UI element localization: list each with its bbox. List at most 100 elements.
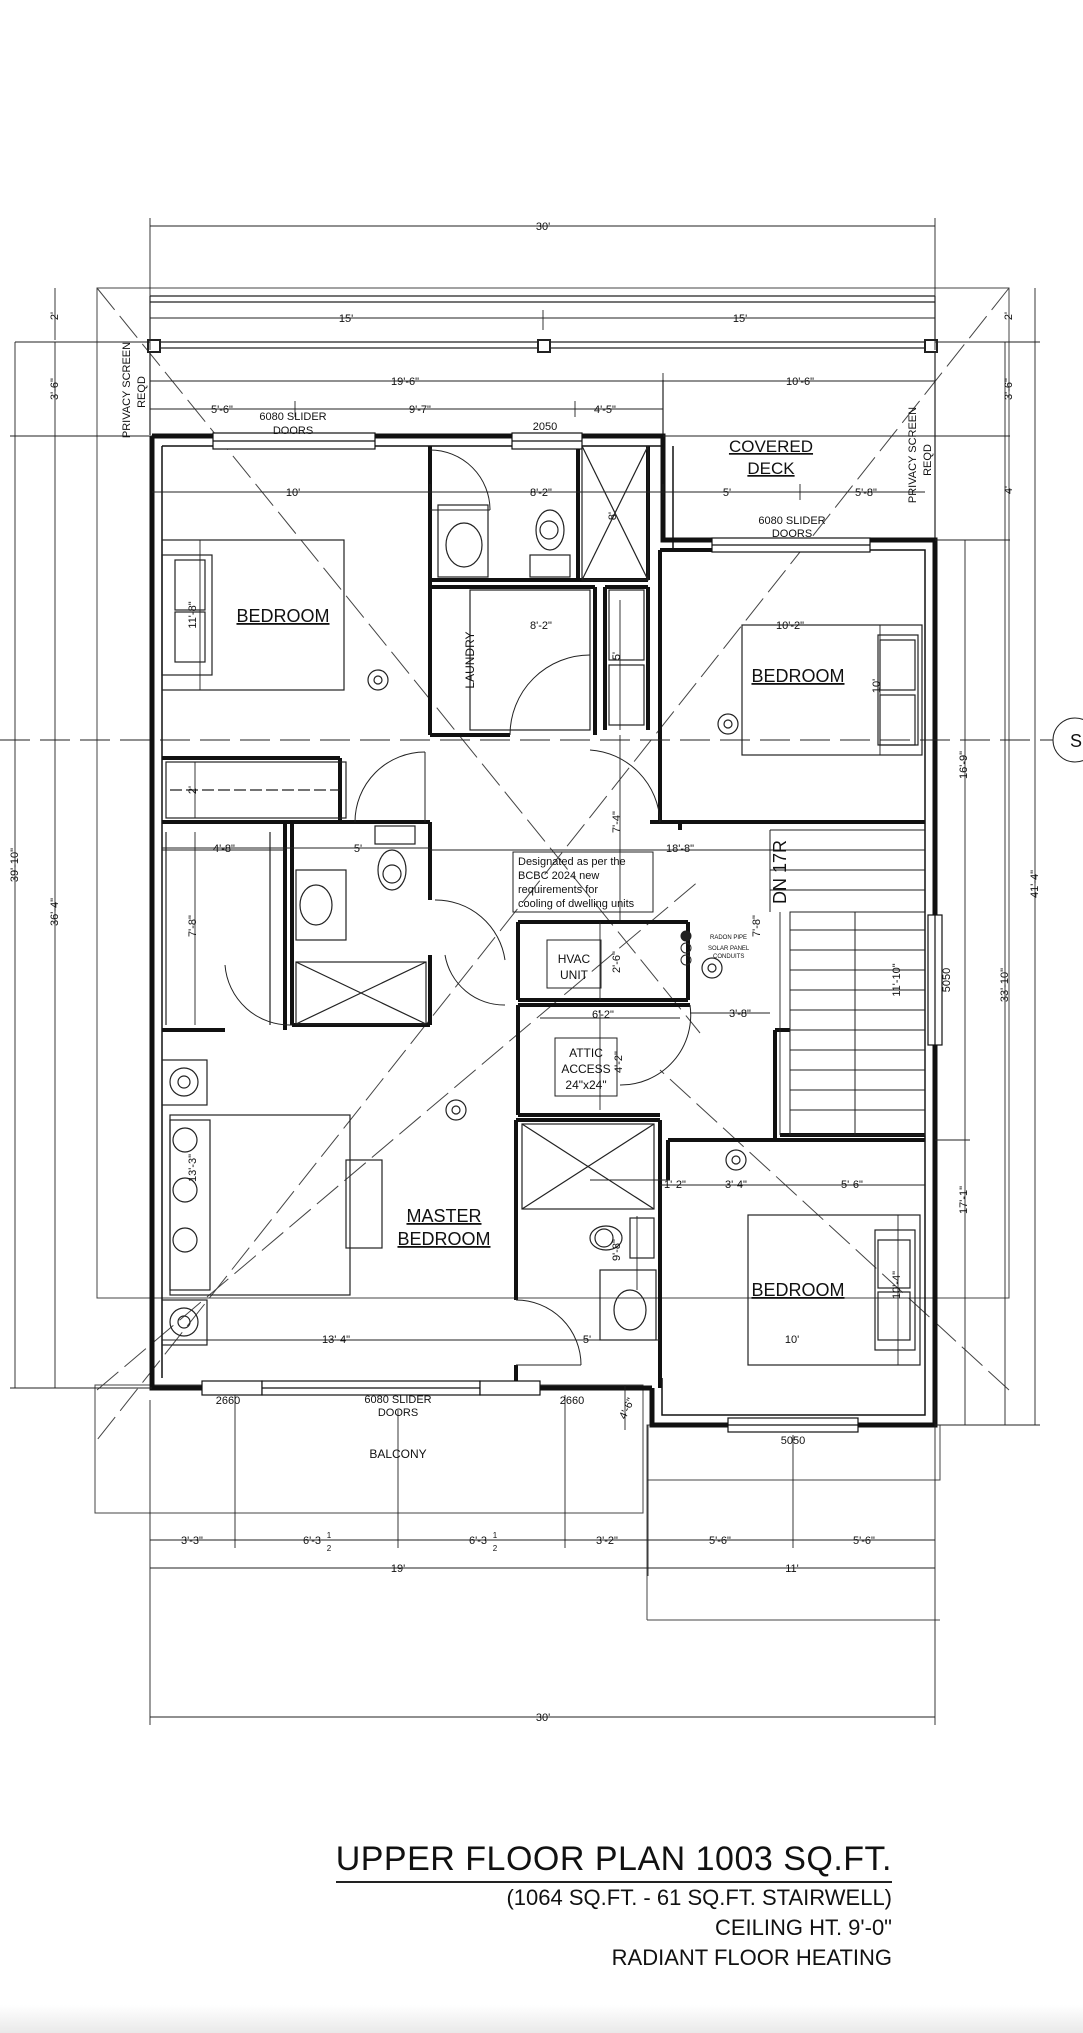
room-label-bedroom-b: BEDROOM xyxy=(751,666,844,686)
dim-4-8: 4'-8" xyxy=(213,843,235,855)
dim-bot-6-3a: 6'-3 xyxy=(303,1535,321,1547)
note-window-2050: 2050 xyxy=(533,421,557,433)
dim-right-33-10: 33'-10" xyxy=(999,968,1011,1002)
note-solar-1: SOLAR PANEL xyxy=(708,946,750,952)
dim-17-1: 17'-1" xyxy=(958,1186,970,1214)
room-label-balcony: BALCONY xyxy=(369,1447,426,1461)
dim-bot-3-3: 3'-3" xyxy=(181,1535,203,1547)
room-label-attic-3: 24"x24" xyxy=(565,1078,606,1092)
room-label-covered-1: COVERED xyxy=(729,437,813,456)
dim-8: 8' xyxy=(607,512,619,520)
stair xyxy=(769,829,926,1136)
room-label-bedroom-c: BEDROOM xyxy=(751,1280,844,1300)
dim-13-3: 13'-3" xyxy=(187,1154,199,1182)
dim-bot-5-6a: 5'-6" xyxy=(709,1535,731,1547)
dim-5c: 5' xyxy=(354,843,362,855)
dim-10: 10' xyxy=(286,487,300,499)
dim-5-6a: 5'-6" xyxy=(841,1179,863,1191)
dim-10b: 10' xyxy=(785,1334,799,1346)
room-label-covered-2: DECK xyxy=(747,459,795,478)
dim-5-8: 5'-8" xyxy=(855,487,877,499)
note-privacy-right-1: PRIVACY SCREEN xyxy=(907,407,919,503)
dim-bot-30: 30' xyxy=(536,1712,550,1724)
note-solar-2: CONDUITS xyxy=(713,954,744,960)
dim-left-39-10: 39'-10" xyxy=(9,848,21,882)
door-swings xyxy=(224,449,692,1366)
dim-7-8a: 7'-8" xyxy=(187,915,199,937)
dim-4-2: 4'-2" xyxy=(613,1051,625,1073)
note-slider-top-1: 6080 SLIDER xyxy=(259,411,326,423)
dim-top-half-left: 15' xyxy=(339,313,353,325)
dim-right-41-4: 41'-4" xyxy=(1029,870,1041,898)
note-slider-top-2: DOORS xyxy=(273,425,313,437)
dim-bot-6-3b: 6'-3 xyxy=(469,1535,487,1547)
dim-bot-19: 19' xyxy=(391,1563,405,1575)
dim-9-8: 9'-8" xyxy=(611,1239,623,1261)
note-bcbc-3: requirements for xyxy=(518,884,598,896)
room-label-master-2: BEDROOM xyxy=(397,1229,490,1249)
note-bcbc-1: Designated as per the xyxy=(518,856,626,868)
dim-bot-3-2: 3'-2" xyxy=(596,1535,618,1547)
note-slider-deck-1: 6080 SLIDER xyxy=(758,515,825,527)
dim-11-10: 11'-10" xyxy=(891,963,903,996)
dim-bot-5-6b: 5'-6" xyxy=(853,1535,875,1547)
dim-2-6: 2'-6" xyxy=(611,951,623,973)
section-line xyxy=(0,717,1083,763)
note-privacy-left-2: REQD xyxy=(136,376,148,408)
room-label-hvac-2: UNIT xyxy=(560,968,589,982)
room-label-master-1: MASTER xyxy=(406,1206,481,1226)
hvac-attic-boxes xyxy=(512,851,692,1097)
dim-8-2b: 8'-2" xyxy=(530,620,552,632)
dim-4-6: 4'-6" xyxy=(617,1396,637,1421)
room-label-bedroom-a: BEDROOM xyxy=(236,606,329,626)
dim-2: 2' xyxy=(187,786,199,794)
sinks-toilets xyxy=(295,504,657,1341)
plan-subtitle-heating: RADIANT FLOOR HEATING xyxy=(611,1945,892,1970)
showers xyxy=(165,445,655,1210)
dim-bot-frac-bottom-b: 2 xyxy=(493,1544,498,1553)
dim-10-0: 10' xyxy=(871,679,883,693)
dim-6-2: 6'-2" xyxy=(592,1009,614,1021)
note-bcbc-4: cooling of dwelling units xyxy=(518,898,635,910)
smoke-detectors xyxy=(367,520,747,1248)
dim-bot-frac-bottom-a: 2 xyxy=(327,1544,332,1553)
dim-top-half-right: 15' xyxy=(733,313,747,325)
dim-10-4: 10'-4" xyxy=(891,1271,903,1299)
beds xyxy=(161,539,923,1366)
dim-bot-frac-top-a: 1 xyxy=(327,1531,332,1540)
section-marker-label: S xyxy=(1070,731,1082,751)
interior-walls xyxy=(162,446,925,1388)
dim-1-2: 1'-2" xyxy=(664,1179,686,1191)
dim-18-8: 18'-8" xyxy=(666,843,694,855)
dim-right-4: 4' xyxy=(1003,486,1015,494)
dim-left-3-6: 3'-6" xyxy=(49,378,61,400)
dim-top-4-5: 4'-5" xyxy=(594,404,616,416)
dim-5b: 5' xyxy=(611,652,623,660)
plan-title: UPPER FLOOR PLAN 1003 SQ.FT. xyxy=(335,1840,892,1883)
dim-7-4: 7'-4" xyxy=(611,811,623,833)
dim-3-4: 3'-4" xyxy=(725,1179,747,1191)
deck-rail xyxy=(147,295,938,435)
dim-8-2a: 8'-2" xyxy=(530,487,552,499)
dim-7-8b: 7'-8" xyxy=(751,915,763,937)
dim-top-9-7: 9'-7" xyxy=(409,404,431,416)
room-label-hvac-1: HVAC xyxy=(558,952,591,966)
dim-right-3-6: 3'-6" xyxy=(1003,378,1015,400)
note-slider-deck-2: DOORS xyxy=(772,528,812,540)
dimension-lines xyxy=(10,218,1040,1725)
note-window-2660-left: 2660 xyxy=(216,1395,240,1407)
bottom-edge xyxy=(0,2005,1083,2033)
dim-10-2: 10'-2" xyxy=(776,620,804,632)
plan-subtitle-area: (1064 SQ.FT. - 61 SQ.FT. STAIRWELL) xyxy=(506,1885,892,1910)
dim-5d: 5' xyxy=(583,1334,591,1346)
dim-left-2: 2' xyxy=(49,312,61,320)
room-label-laundry: LAUNDRY xyxy=(463,631,477,688)
note-privacy-right-2: REQD xyxy=(922,444,934,476)
privacy-screens xyxy=(149,352,936,540)
note-window-5050-bottom: 5050 xyxy=(781,1435,805,1447)
note-stair: DN 17R xyxy=(770,840,790,904)
dim-left-36-4: 36'-4" xyxy=(49,898,61,926)
note-slider-bottom-2: DOORS xyxy=(378,1407,418,1419)
dim-5a: 5' xyxy=(723,487,731,499)
